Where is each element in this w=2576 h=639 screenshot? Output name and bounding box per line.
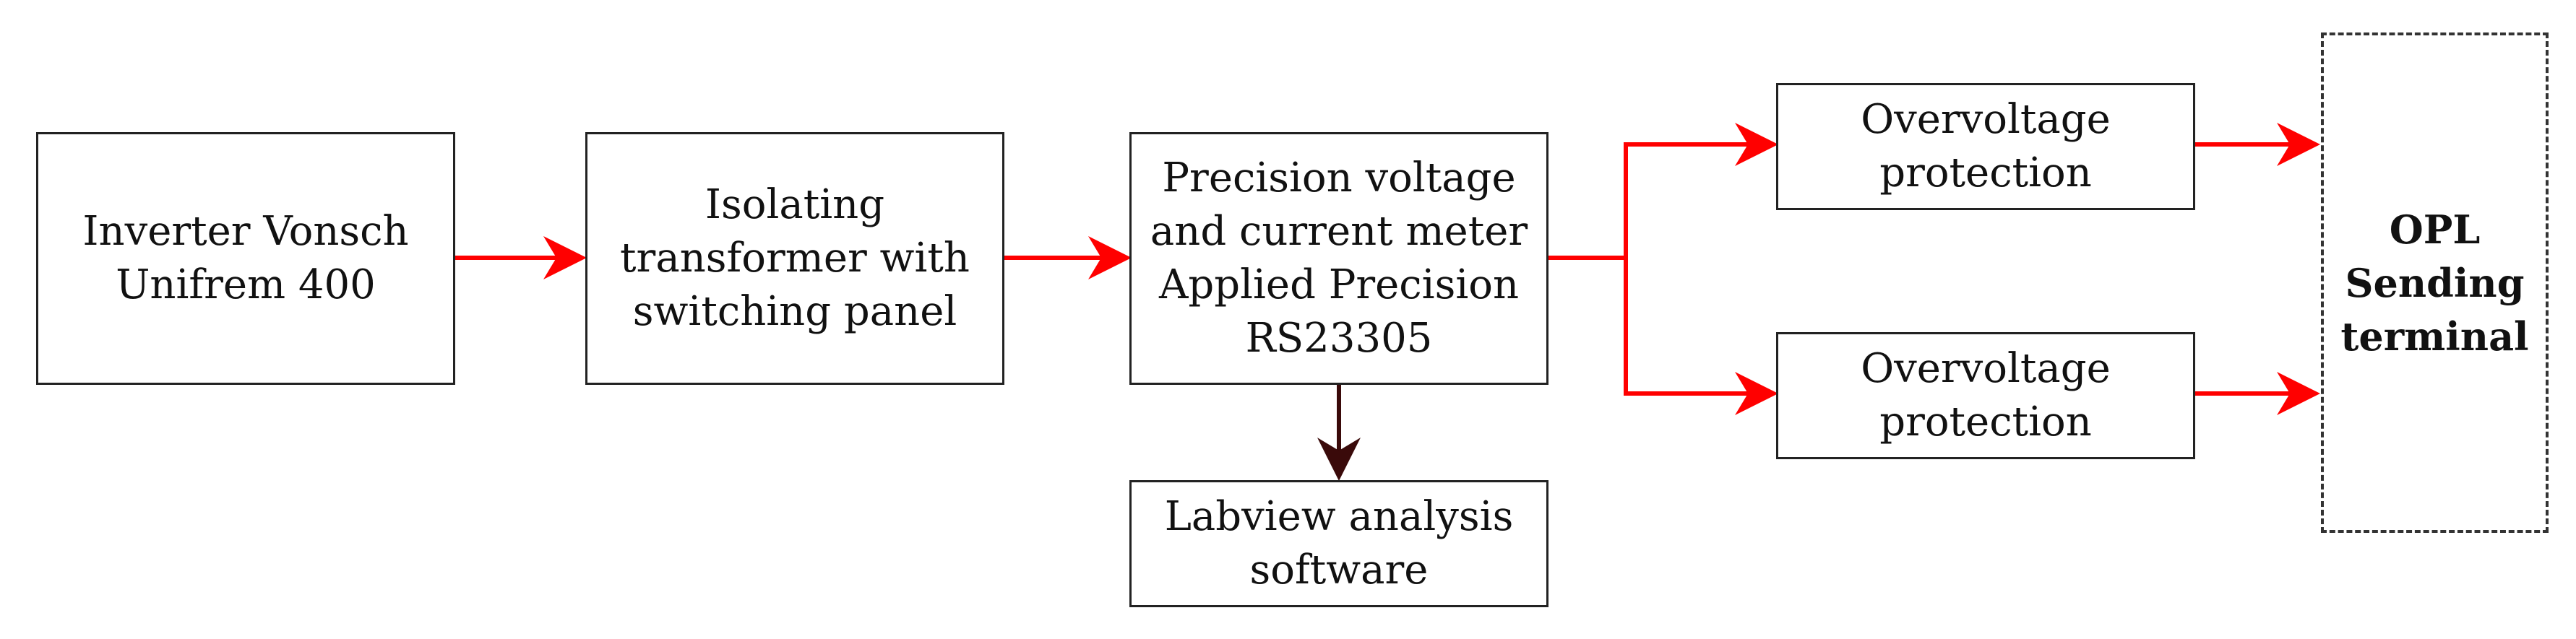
overvoltage-protection-bottom-block: Overvoltage protection bbox=[1776, 332, 2195, 459]
labview-block: Labview analysis software bbox=[1129, 480, 1548, 607]
inverter-label-line-1: Inverter Vonsch bbox=[82, 208, 409, 255]
labview-label-line-2: software bbox=[1249, 547, 1429, 594]
arrow-meter-to-protection-bottom bbox=[1624, 258, 1778, 415]
meter-label-line-1: Precision voltage bbox=[1162, 155, 1516, 201]
protection-top-label-line-2: protection bbox=[1879, 149, 2092, 196]
opl-sending-terminal-block: OPL Sending terminal bbox=[2321, 32, 2549, 533]
overvoltage-protection-top-block: Overvoltage protection bbox=[1776, 83, 2195, 210]
transformer-label-line-1: Isolating bbox=[705, 181, 885, 228]
inverter-label-line-2: Unifrem 400 bbox=[116, 261, 376, 308]
transformer-label-line-2: transformer with bbox=[620, 235, 970, 282]
meter-label-line-3: Applied Precision bbox=[1158, 261, 1520, 308]
inverter-block: Inverter Vonsch Unifrem 400 bbox=[36, 132, 455, 385]
meter-label-line-2: and current meter bbox=[1150, 208, 1528, 255]
opl-label-line-3: terminal bbox=[2340, 313, 2529, 360]
opl-label-line-2: Sending bbox=[2345, 259, 2525, 306]
protection-bottom-label-line-2: protection bbox=[1879, 399, 2092, 445]
protection-bottom-label-line-1: Overvoltage bbox=[1861, 345, 2111, 392]
transformer-block: Isolating transformer with switching pan… bbox=[585, 132, 1004, 385]
protection-top-label-line-1: Overvoltage bbox=[1861, 96, 2111, 143]
meter-label-line-4: RS23305 bbox=[1245, 315, 1433, 362]
meter-block: Precision voltage and current meter Appl… bbox=[1129, 132, 1548, 385]
transformer-label-line-3: switching panel bbox=[632, 288, 957, 335]
opl-label-line-1: OPL bbox=[2389, 206, 2481, 253]
arrow-meter-to-protection-top bbox=[1546, 123, 1778, 260]
labview-label-line-1: Labview analysis bbox=[1164, 493, 1514, 540]
